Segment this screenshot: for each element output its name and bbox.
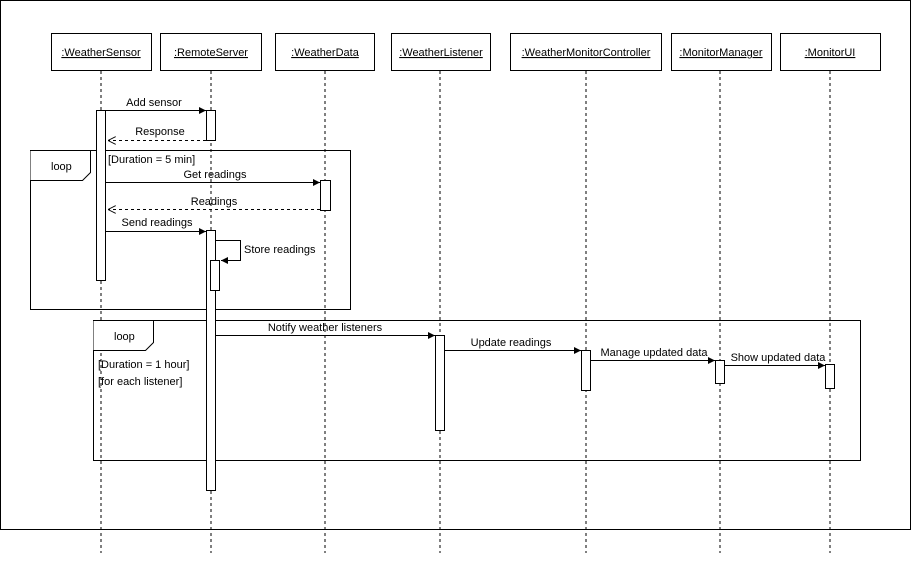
message-label: Add sensor [126, 97, 182, 109]
message-label: Store readings [244, 244, 316, 256]
loop-fragment-1: loop [Duration = 5 min] [30, 150, 351, 310]
participant-weather-data: :WeatherData [275, 33, 375, 71]
participant-label: :WeatherListener [399, 47, 483, 59]
participant-label: :WeatherData [291, 47, 360, 59]
participant-weather-sensor: :WeatherSensor [51, 33, 152, 71]
participant-label: :MonitorUI [805, 47, 856, 59]
activation-remote-server-2 [206, 230, 216, 491]
activation-remote-server-self [210, 260, 220, 291]
diagram-frame [0, 0, 911, 530]
activation-weather-listener [435, 335, 445, 431]
message-label: Get readings [184, 169, 247, 181]
message-label: Update readings [471, 337, 552, 349]
message-label: Readings [191, 196, 238, 208]
participant-weather-monitor-controller: :WeatherMonitorController [510, 33, 662, 71]
participant-label: :WeatherMonitorController [522, 47, 651, 59]
loop-fragment-2: loop [Duration = 1 hour] [for each liste… [93, 320, 861, 461]
message-label: Notify weather listeners [268, 322, 383, 334]
activation-weather-monitor-controller [581, 350, 591, 391]
participant-label: :MonitorManager [679, 47, 762, 59]
message-label: Response [135, 126, 185, 138]
fragment-guard: [for each listener] [98, 376, 182, 388]
message-label: Show updated data [731, 352, 827, 364]
message-store-readings-arrow [216, 240, 241, 264]
activation-weather-sensor [96, 110, 106, 281]
participant-remote-server: :RemoteServer [160, 33, 262, 71]
activation-monitor-ui [825, 364, 835, 389]
participant-weather-listener: :WeatherListener [391, 33, 491, 71]
fragment-operator: loop [51, 161, 72, 173]
message-label: Manage updated data [600, 347, 708, 359]
fragment-guard: [Duration = 5 min] [108, 154, 195, 166]
message-label: Send readings [122, 217, 193, 229]
participant-monitor-ui: :MonitorUI [780, 33, 881, 71]
activation-weather-data [320, 180, 331, 211]
participant-monitor-manager: :MonitorManager [671, 33, 772, 71]
participant-label: :RemoteServer [174, 47, 248, 59]
participant-label: :WeatherSensor [61, 47, 141, 59]
activation-remote-server-1 [206, 110, 216, 141]
activation-monitor-manager [715, 360, 725, 384]
fragment-operator: loop [114, 331, 135, 343]
fragment-guard: [Duration = 1 hour] [98, 359, 189, 371]
